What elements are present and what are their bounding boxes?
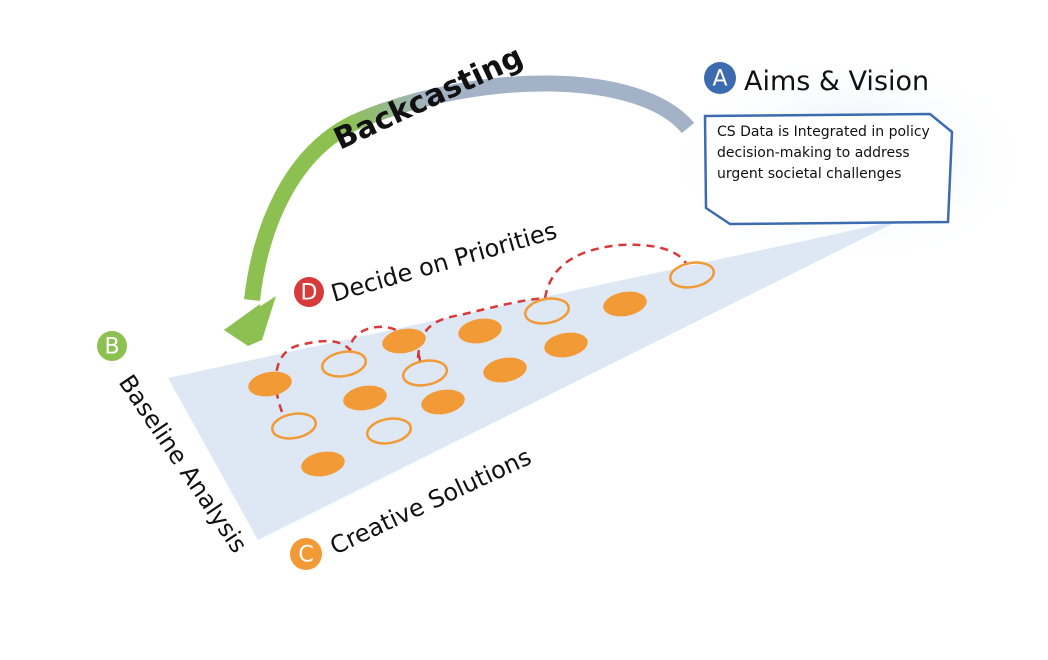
solution-dot bbox=[483, 357, 527, 383]
solution-ring bbox=[668, 261, 716, 289]
step-a-letter: A bbox=[712, 67, 727, 92]
step-a-badge bbox=[704, 62, 736, 94]
step-d-badge bbox=[294, 277, 324, 307]
step-b-badge bbox=[97, 331, 127, 361]
step-b-letter: B bbox=[104, 335, 119, 360]
step-d-letter: D bbox=[301, 281, 318, 306]
step-c-letter: C bbox=[298, 543, 313, 568]
solution-dot bbox=[458, 318, 502, 344]
solutions-filled bbox=[248, 291, 647, 477]
solution-ring bbox=[523, 297, 571, 325]
vision-box-frame bbox=[703, 112, 954, 226]
solution-dot bbox=[544, 332, 588, 358]
solution-dot bbox=[343, 385, 387, 411]
solution-dot bbox=[421, 389, 465, 415]
solution-dot bbox=[301, 451, 345, 477]
backcasting-arrow bbox=[244, 75, 695, 301]
solution-ring bbox=[320, 350, 368, 378]
solution-ring bbox=[270, 412, 318, 440]
backcasting-label: Backcasting bbox=[329, 39, 529, 157]
priority-path-1 bbox=[274, 325, 422, 413]
vision-description: CS Data is Integrated in policy decision… bbox=[717, 124, 930, 182]
solutions-outlined bbox=[270, 261, 716, 445]
solution-plane bbox=[168, 220, 900, 540]
backcasting-arrowhead-tip bbox=[224, 304, 262, 335]
step-d-title: Decide on Priorities bbox=[328, 217, 560, 308]
solution-dot bbox=[603, 291, 647, 317]
solution-dot bbox=[248, 371, 292, 397]
step-a-title: Aims & Vision bbox=[744, 66, 929, 97]
solution-dot bbox=[382, 328, 426, 354]
solution-ring bbox=[365, 417, 413, 445]
solution-ring bbox=[401, 359, 449, 387]
step-c-badge bbox=[290, 538, 322, 570]
priority-path-2 bbox=[416, 243, 689, 359]
